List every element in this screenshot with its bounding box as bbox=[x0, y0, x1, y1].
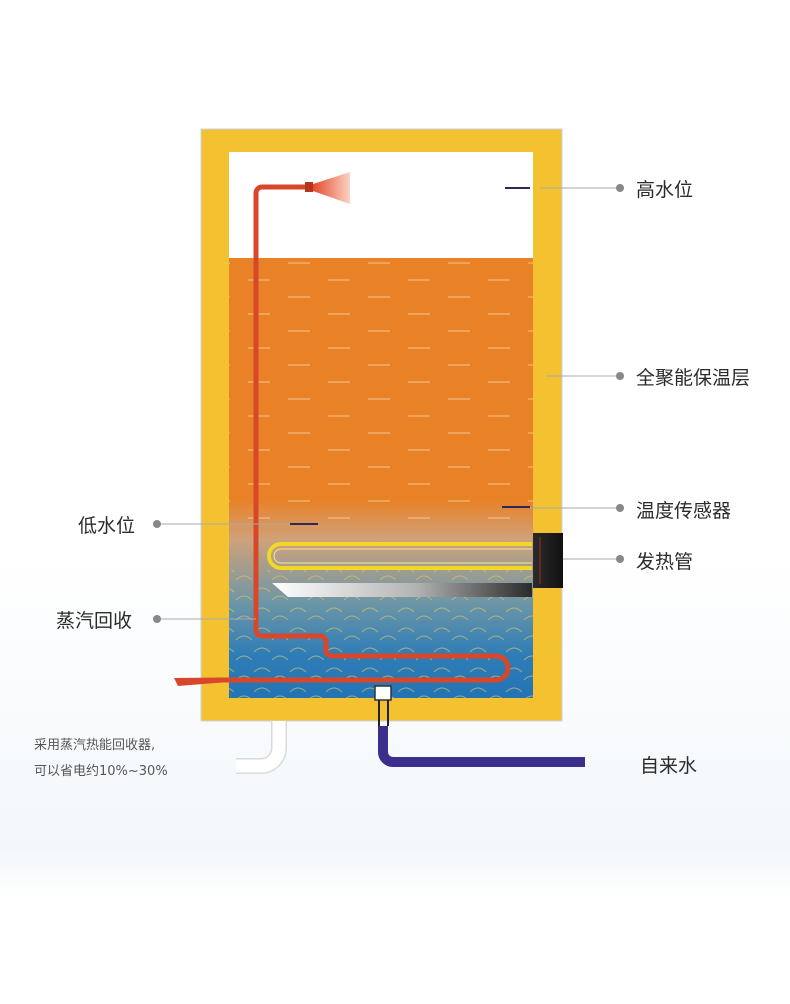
note-line-2: 可以省电约10%~30% bbox=[34, 764, 168, 779]
anode-rod bbox=[272, 583, 532, 597]
heating-element bbox=[267, 542, 532, 570]
leader-dots bbox=[153, 184, 624, 623]
energy-saving-note: 采用蒸汽热能回收器, 可以省电约10%~30% bbox=[34, 733, 168, 785]
inlet-pipe bbox=[378, 726, 585, 767]
leader-lines bbox=[160, 187, 618, 620]
spray-nozzle bbox=[305, 182, 313, 192]
recovery-pipe-outlet bbox=[174, 677, 222, 686]
label-insulation-layer: 全聚能保温层 bbox=[636, 367, 751, 389]
spray-cone bbox=[313, 172, 350, 204]
note-line-1: 采用蒸汽热能回收器, bbox=[34, 738, 156, 753]
steam-recovery-pipe bbox=[220, 184, 511, 683]
label-heating-tube: 发热管 bbox=[636, 551, 694, 573]
tank-interior bbox=[229, 152, 533, 698]
label-temperature-sensor: 温度传感器 bbox=[636, 500, 732, 522]
label-tap-water: 自来水 bbox=[640, 755, 698, 777]
label-steam-recovery: 蒸汽回收 bbox=[56, 610, 133, 632]
heating-tube-cap bbox=[533, 533, 563, 588]
label-low-water-level: 低水位 bbox=[78, 515, 136, 537]
inlet-valve bbox=[374, 685, 392, 701]
label-high-water-level: 高水位 bbox=[636, 179, 694, 201]
